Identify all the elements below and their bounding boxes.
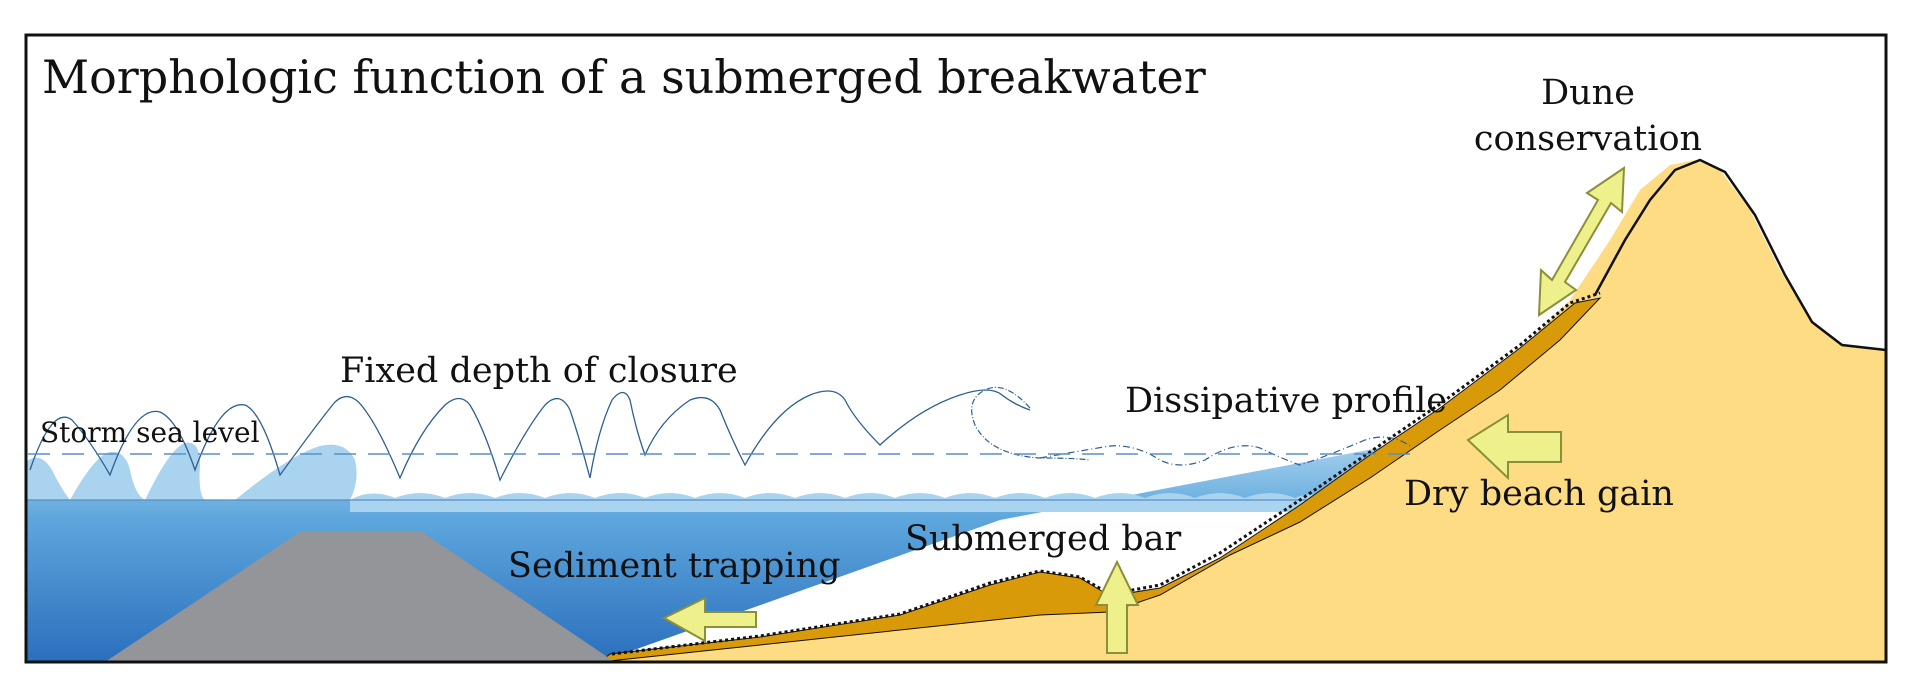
- frame-border: [24, 33, 1888, 664]
- storm-sea-level-label: Storm sea level: [40, 416, 260, 449]
- submerged-bar-label: Submerged bar: [905, 519, 1181, 559]
- wave-scallop-band: [350, 493, 1330, 512]
- closure-wave-line: [29, 389, 1031, 482]
- dry-beach-gain-label: Dry beach gain: [1404, 474, 1674, 514]
- dune-conservation-label-line2: conservation: [1474, 119, 1702, 159]
- sand-beach: [600, 160, 1886, 662]
- sediment-trapping-arrow: [661, 596, 757, 643]
- dry-beach-gain-arrow: [1466, 413, 1562, 481]
- dune-conservation-label-line1: Dune: [1541, 73, 1635, 113]
- submerged-breakwater: [105, 532, 615, 662]
- closure-wave-breaking-curl: [971, 386, 1091, 461]
- dune-conservation-arrow: [1537, 166, 1626, 317]
- dissipative-swell-line: [1039, 436, 1411, 466]
- submerged-bar-arrow: [1094, 559, 1140, 654]
- diagram-title: Morphologic function of a submerged brea…: [42, 50, 1206, 104]
- sediment-trapping-label: Sediment trapping: [508, 546, 841, 586]
- closure-depth-label: Fixed depth of closure: [340, 351, 738, 391]
- dissipative-profile-label: Dissipative profile: [1125, 381, 1447, 421]
- dune-outline: [1593, 158, 1886, 352]
- storm-wave-crests: [26, 442, 357, 500]
